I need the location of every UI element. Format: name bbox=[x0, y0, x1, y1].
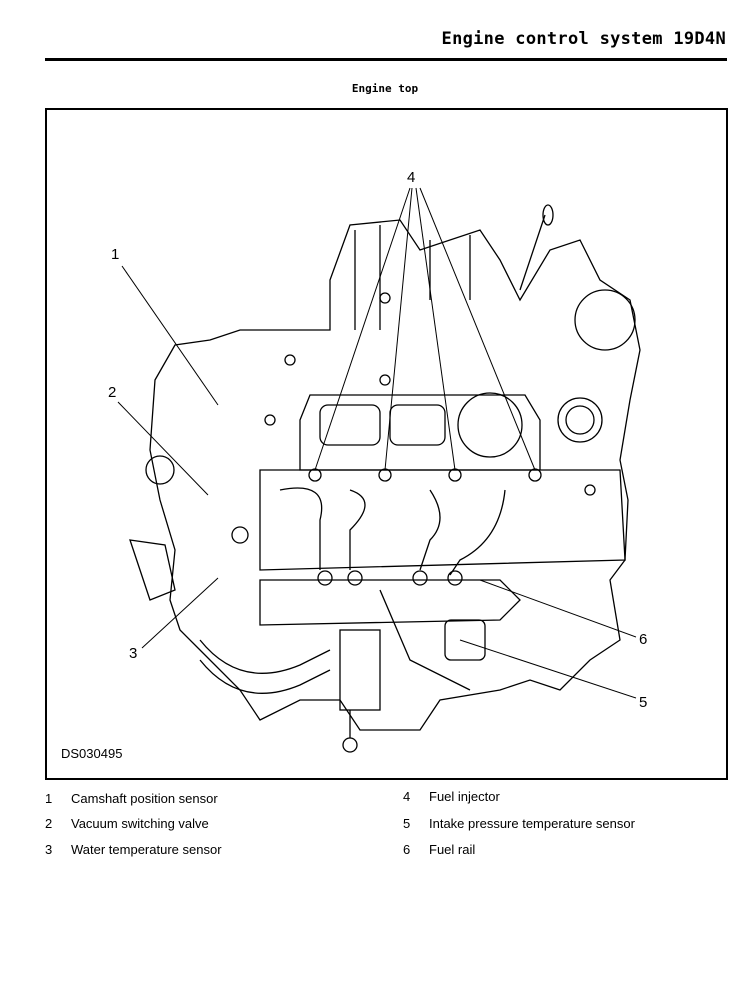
legend-label: Fuel rail bbox=[429, 842, 476, 857]
engine-outline bbox=[129, 204, 641, 753]
legend-number: 5 bbox=[403, 816, 411, 831]
legend-item: 1 Camshaft position sensor bbox=[45, 791, 218, 806]
legend-item: 4 Fuel injector bbox=[403, 789, 500, 804]
legend-number: 6 bbox=[403, 842, 411, 857]
figure-code: DS030495 bbox=[61, 746, 123, 761]
legend-item: 5 Intake pressure temperature sensor bbox=[403, 816, 635, 831]
legend-number: 2 bbox=[45, 816, 53, 831]
callout-2: 2 bbox=[108, 384, 117, 401]
legend-item: 3 Water temperature sensor bbox=[45, 842, 222, 857]
legend-item: 2 Vacuum switching valve bbox=[45, 816, 209, 831]
legend-label: Camshaft position sensor bbox=[71, 791, 218, 806]
figure-frame bbox=[45, 108, 728, 780]
page-header-title: Engine control system 19D4N bbox=[441, 29, 726, 49]
callout-1: 1 bbox=[111, 246, 120, 263]
legend-number: 4 bbox=[403, 789, 411, 804]
legend-label: Fuel injector bbox=[429, 789, 500, 804]
legend-item: 6 Fuel rail bbox=[403, 842, 475, 857]
header-rule bbox=[45, 58, 727, 61]
callout-6: 6 bbox=[639, 631, 648, 648]
callout-5: 5 bbox=[639, 694, 648, 711]
figure-title: Engine top bbox=[351, 82, 419, 95]
legend-label: Water temperature sensor bbox=[71, 842, 222, 857]
legend-number: 1 bbox=[45, 791, 53, 806]
leader-lines bbox=[117, 187, 637, 699]
callout-4: 4 bbox=[407, 169, 416, 186]
legend-label: Vacuum switching valve bbox=[71, 816, 209, 831]
legend-label: Intake pressure temperature sensor bbox=[429, 816, 635, 831]
callout-3: 3 bbox=[129, 645, 138, 662]
legend-number: 3 bbox=[45, 842, 53, 857]
